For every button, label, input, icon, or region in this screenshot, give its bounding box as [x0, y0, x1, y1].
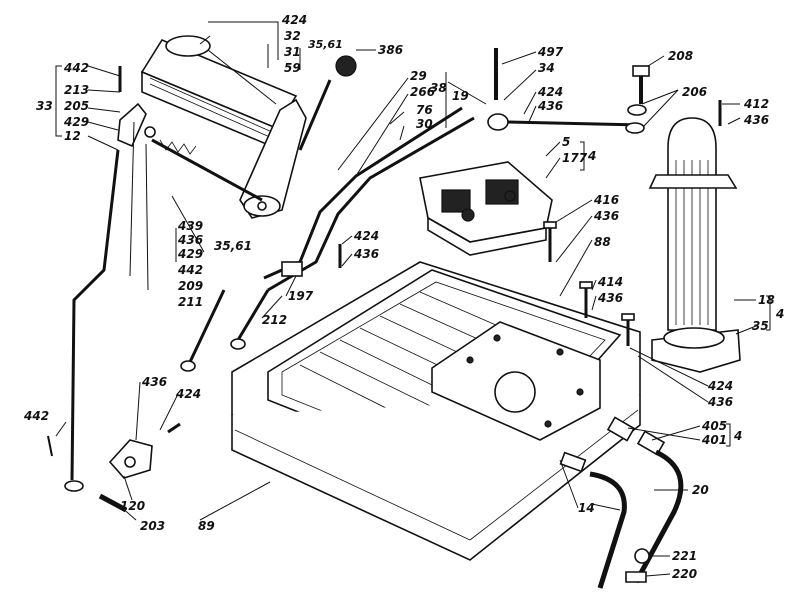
callout-386: 386	[378, 43, 403, 57]
callout-429-bl: 429	[177, 247, 203, 261]
callout-5: 5	[562, 135, 570, 149]
callout-412: 412	[743, 97, 769, 111]
shift-linkage	[64, 35, 357, 492]
callout-33: 33	[36, 99, 53, 113]
callout-14: 14	[578, 501, 595, 515]
callout-209: 209	[178, 279, 203, 293]
control-rods	[180, 48, 641, 372]
callout-34: 34	[538, 61, 555, 75]
callout-401: 401	[701, 433, 727, 447]
callout-436-414: 436	[597, 291, 623, 305]
bracket-120	[98, 439, 153, 513]
callout-211: 211	[178, 295, 203, 309]
callout-18: 18	[758, 293, 775, 307]
callout-31: 31	[284, 45, 301, 59]
callout-203: 203	[140, 519, 165, 533]
callout-424: 424	[281, 13, 307, 27]
callout-436-right: 436	[743, 113, 769, 127]
callout-436-bl: 436	[177, 233, 203, 247]
callout-76: 76	[416, 103, 433, 117]
callout-35: 35	[752, 319, 769, 333]
callout-4-mid: 4	[587, 149, 596, 163]
callout-32: 32	[284, 29, 301, 43]
callout-29: 29	[410, 69, 427, 83]
callout-266: 266	[410, 85, 435, 99]
callout-212: 212	[262, 313, 287, 327]
callout-497: 497	[537, 45, 564, 59]
callout-439: 439	[177, 219, 203, 233]
filter-cylinder	[648, 117, 741, 373]
callout-177: 177	[562, 151, 588, 165]
callout-208: 208	[668, 49, 693, 63]
leader-lines	[55, 21, 771, 577]
callout-206: 206	[682, 85, 707, 99]
callout-436-bottom-right: 436	[707, 395, 733, 409]
callout-221: 221	[672, 549, 697, 563]
callout-20: 20	[692, 483, 709, 497]
oil-pan	[231, 261, 641, 561]
callout-labels: 424 32 31 59 35,61 386 442 213 33 205 42…	[23, 13, 784, 581]
callout-120: 120	[120, 499, 145, 513]
callout-88: 88	[594, 235, 611, 249]
callout-442-left: 442	[63, 61, 89, 75]
callout-205: 205	[64, 99, 89, 113]
callout-35-61-top: 35,61	[308, 38, 343, 51]
callout-59: 59	[284, 61, 301, 75]
callout-19: 19	[452, 89, 469, 103]
pump-assembly	[419, 161, 553, 256]
callout-429-left: 429	[63, 115, 89, 129]
callout-89: 89	[198, 519, 215, 533]
callout-436-416: 436	[593, 209, 619, 223]
callout-220: 220	[672, 567, 697, 581]
callout-38: 38	[430, 81, 447, 95]
callout-424-center: 424	[353, 229, 379, 243]
callout-4-bottom-right: 4	[733, 429, 742, 443]
callout-436-mid: 436	[537, 99, 563, 113]
pipe-fittings	[559, 416, 684, 589]
callout-424-lower-left: 424	[175, 387, 201, 401]
callout-4-right: 4	[775, 307, 784, 321]
callout-197: 197	[288, 289, 314, 303]
callout-414: 414	[597, 275, 623, 289]
callout-405: 405	[701, 419, 727, 433]
callout-12: 12	[64, 129, 81, 143]
callout-424-bottom-right: 424	[707, 379, 733, 393]
callout-436-center: 436	[353, 247, 379, 261]
callout-35-61-bl: 35,61	[214, 239, 252, 253]
callout-442-lower-left: 442	[23, 409, 49, 423]
callout-213: 213	[64, 83, 89, 97]
callout-30: 30	[416, 117, 433, 131]
bolts	[47, 65, 722, 457]
callout-424-mid: 424	[537, 85, 563, 99]
callout-436-lower-left: 436	[141, 375, 167, 389]
callout-416: 416	[593, 193, 619, 207]
callout-442-bl: 442	[177, 263, 203, 277]
